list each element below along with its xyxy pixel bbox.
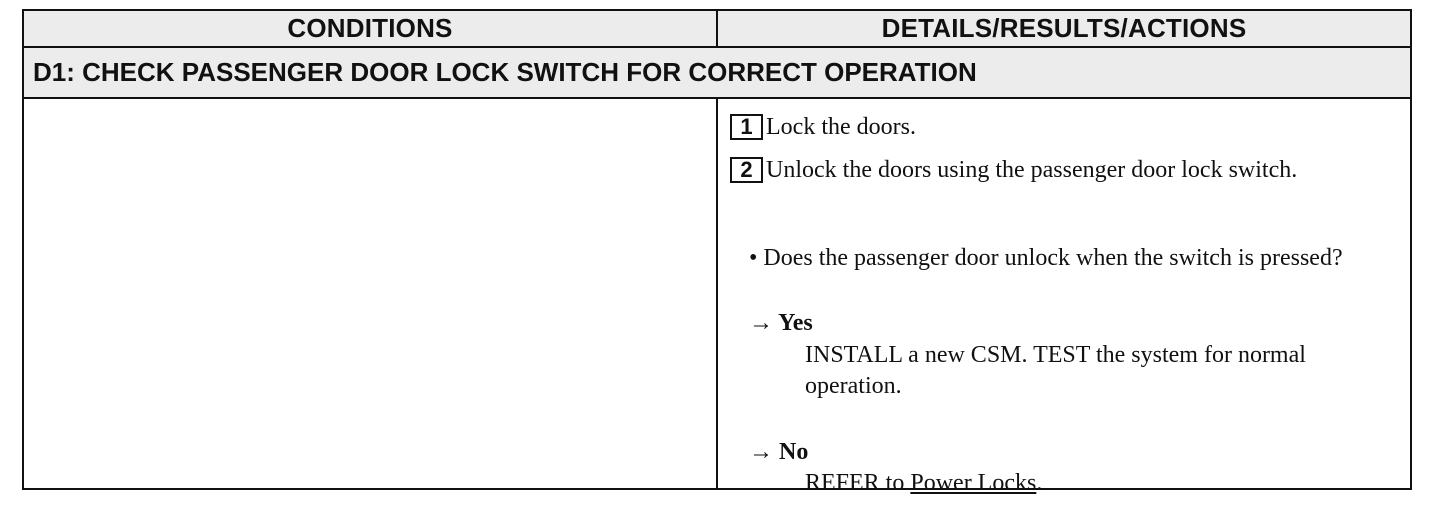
yes-label: Yes xyxy=(778,310,813,336)
no-label: No xyxy=(779,439,809,465)
conditions-cell xyxy=(24,99,718,488)
step-text-2: Unlock the doors using the passenger doo… xyxy=(766,157,1298,183)
step-1: 1 Lock the doors. xyxy=(730,112,1366,143)
no-arrow-icon: → xyxy=(749,439,773,465)
step-number-1: 1 xyxy=(730,114,763,140)
step-text-1: Lock the doors. xyxy=(766,114,916,140)
yes-answer-label: → Yes xyxy=(749,308,813,339)
table-body-row: 1 Lock the doors. 2 Unlock the doors usi… xyxy=(24,99,1410,496)
details-header: DETAILS/RESULTS/ACTIONS xyxy=(881,13,1247,43)
power-locks-link[interactable]: Power Locks xyxy=(910,470,1037,496)
conditions-header: CONDITIONS xyxy=(24,11,718,46)
no-action-prefix: REFER to xyxy=(805,470,905,496)
step-number-2: 2 xyxy=(730,157,763,183)
section-title: D1: CHECK PASSENGER DOOR LOCK SWITCH FOR… xyxy=(24,48,1410,99)
diagnostic-table: CONDITIONS DETAILS/RESULTS/ACTIONS D1: C… xyxy=(22,9,1412,496)
yes-arrow-icon: → xyxy=(749,310,773,336)
details-cell: 1 Lock the doors. 2 Unlock the doors usi… xyxy=(718,99,1410,496)
table-header-row: CONDITIONS DETAILS/RESULTS/ACTIONS xyxy=(24,11,1410,48)
no-action: REFER to Power Locks. xyxy=(805,468,1365,499)
no-action-suffix: . xyxy=(1036,470,1043,496)
diagnostic-question: • Does the passenger door unlock when th… xyxy=(749,245,1343,271)
no-answer-label: → No xyxy=(749,437,808,468)
yes-action: INSTALL a new CSM. TEST the system for n… xyxy=(805,342,1306,399)
step-2: 2 Unlock the doors using the passenger d… xyxy=(730,155,1336,186)
